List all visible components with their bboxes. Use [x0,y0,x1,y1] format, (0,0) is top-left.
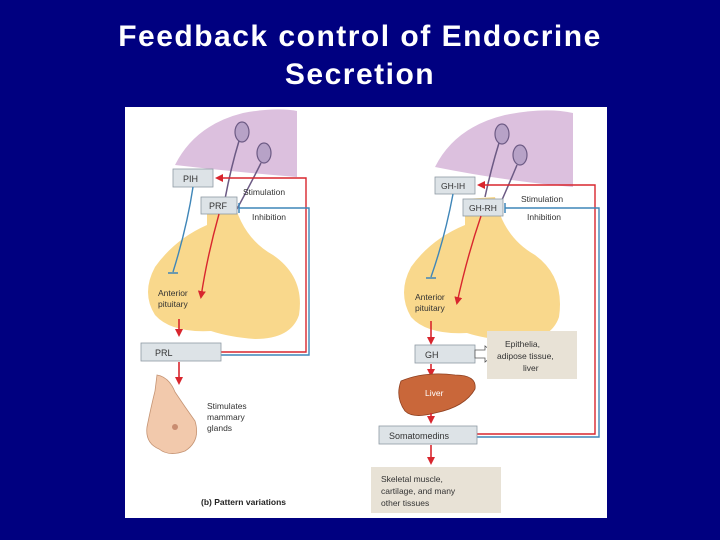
right-liver-label: Liver [425,388,444,398]
right-epithelia-box [487,331,577,379]
right-neuron-icons [494,123,528,166]
right-gh-box [414,344,476,364]
slide-title: Feedback control of Endocrine Secretion [0,18,720,94]
slide-title-line-2: Secretion [284,58,436,91]
right-ghrh-box [462,198,504,217]
left-target-line-1: Stimulates [207,401,247,411]
right-feedback-stimulation-loop [477,181,596,435]
left-panel: PIH PRF Stimulation Inhibition Anterior … [140,109,310,454]
left-pituitary-label: pituitary [158,299,189,309]
right-ghih-box [434,176,476,195]
left-mammary-gland-illustration [146,374,198,454]
left-prl-box [140,342,222,362]
right-somatomedins-box [378,425,478,445]
right-skeletal-line-3: other tissues [381,498,429,508]
right-pituitary-gland [404,197,560,341]
right-epithelia-line-1: Epithelia, [505,339,540,349]
right-epithelia-line-2: adipose tissue, [497,351,554,361]
left-feedback-stimulation-loop [215,174,307,353]
left-target-line-3: glands [207,423,232,433]
right-gh-label: GH [425,350,439,360]
slide-title-line-1: Feedback control of Endocrine [118,20,602,53]
right-inhibition-arrow [430,193,454,278]
right-inhibition-label: Inhibition [527,212,561,222]
right-skeletal-box [371,467,501,513]
figure-caption: (b) Pattern variations [201,497,286,507]
left-pituitary-gland [148,197,300,339]
right-feedback-inhibition-loop [477,207,600,438]
right-ghrh-label: GH-RH [469,203,497,213]
left-stimulation-label: Stimulation [243,187,285,197]
left-stimulation-arrow [197,213,220,299]
right-skeletal-line-2: cartilage, and many [381,486,456,496]
right-somatomedins-label: Somatomedins [389,431,450,441]
left-hypothalamus [175,109,297,177]
left-target-line-2: mammary [207,412,246,422]
feedback-diagram-svg: PIH PRF Stimulation Inhibition Anterior … [140,109,600,513]
right-anterior-label: Anterior [415,292,445,302]
right-pituitary-label: pituitary [415,303,446,313]
left-neuron-icons [234,121,272,164]
left-inhibition-arrow [172,186,194,273]
right-ghih-label: GH-IH [441,181,465,191]
right-stimulation-arrow [454,215,482,305]
right-epithelia-line-3: liver [523,363,539,373]
left-inhibition-label: Inhibition [252,212,286,222]
right-liver-illustration [398,373,476,416]
left-feedback-inhibition-loop [221,207,310,356]
right-panel: GH-IH GH-RH Stimulation Inhibition Anter… [371,110,600,513]
left-pih-label: PIH [183,174,198,184]
right-hypothalamus [435,110,573,187]
left-anterior-label: Anterior [158,288,188,298]
left-prl-label: PRL [155,348,173,358]
right-skeletal-line-1: Skeletal muscle, [381,474,443,484]
feedback-diagram: PIH PRF Stimulation Inhibition Anterior … [125,107,607,518]
right-stimulation-label: Stimulation [521,194,563,204]
left-prf-label: PRF [209,201,228,211]
